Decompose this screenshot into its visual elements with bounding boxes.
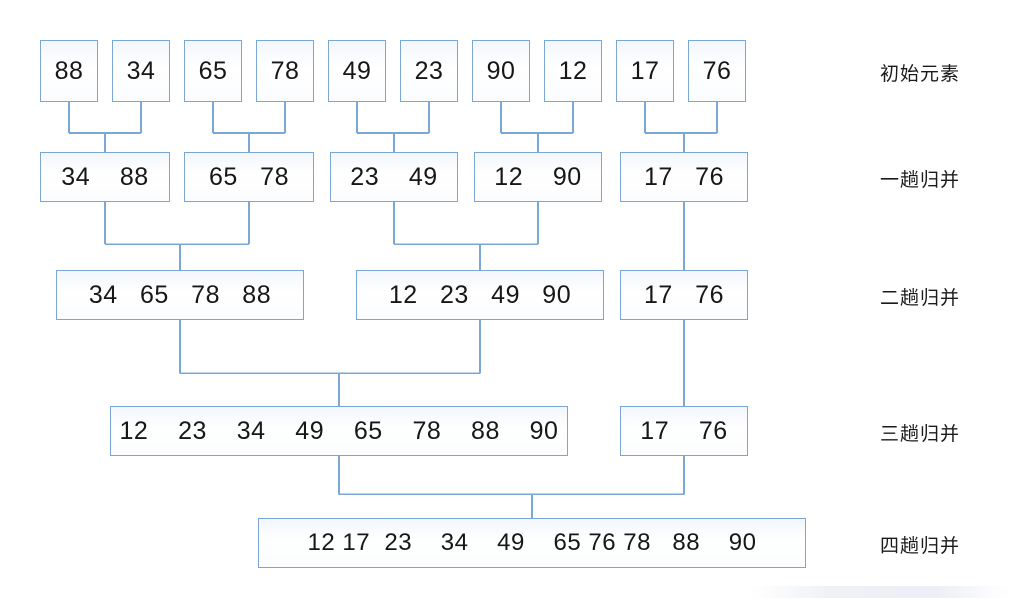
box-level-1-item-1: 65 78	[184, 152, 314, 202]
box-level-0-item-7: 12	[544, 40, 602, 102]
box-level-0-item-8: 17	[616, 40, 674, 102]
box-level-0-item-6: 90	[472, 40, 530, 102]
box-level-1-item-3: 12 90	[474, 152, 602, 202]
row-label-level-1: 一趟归并	[880, 170, 961, 191]
box-level-1-item-4: 17 76	[620, 152, 748, 202]
box-level-0-item-0: 88	[40, 40, 98, 102]
row-label-level-0: 初始元素	[880, 64, 961, 85]
box-level-0-item-9: 76	[688, 40, 746, 102]
box-level-1-item-0: 34 88	[40, 152, 170, 202]
box-level-0-item-5: 23	[400, 40, 458, 102]
box-level-0-item-3: 78	[256, 40, 314, 102]
row-label-level-3: 三趟归并	[880, 424, 961, 445]
box-level-1-item-2: 23 49	[330, 152, 458, 202]
box-level-2-item-1: 12 23 49 90	[356, 270, 604, 320]
row-label-level-4: 四趟归并	[880, 536, 961, 557]
row-label-level-2: 二趟归并	[880, 288, 961, 309]
watermark-strip	[750, 586, 1010, 598]
box-level-3-item-1: 17 76	[620, 406, 748, 456]
box-level-2-item-0: 34 65 78 88	[56, 270, 304, 320]
box-level-2-item-2: 17 76	[620, 270, 748, 320]
box-level-0-item-1: 34	[112, 40, 170, 102]
box-level-0-item-2: 65	[184, 40, 242, 102]
box-level-0-item-4: 49	[328, 40, 386, 102]
box-level-4-item-0: 12 17 23 34 49 65 76 78 88 90	[258, 518, 806, 568]
box-level-3-item-0: 12 23 34 49 65 78 88 90	[110, 406, 568, 456]
